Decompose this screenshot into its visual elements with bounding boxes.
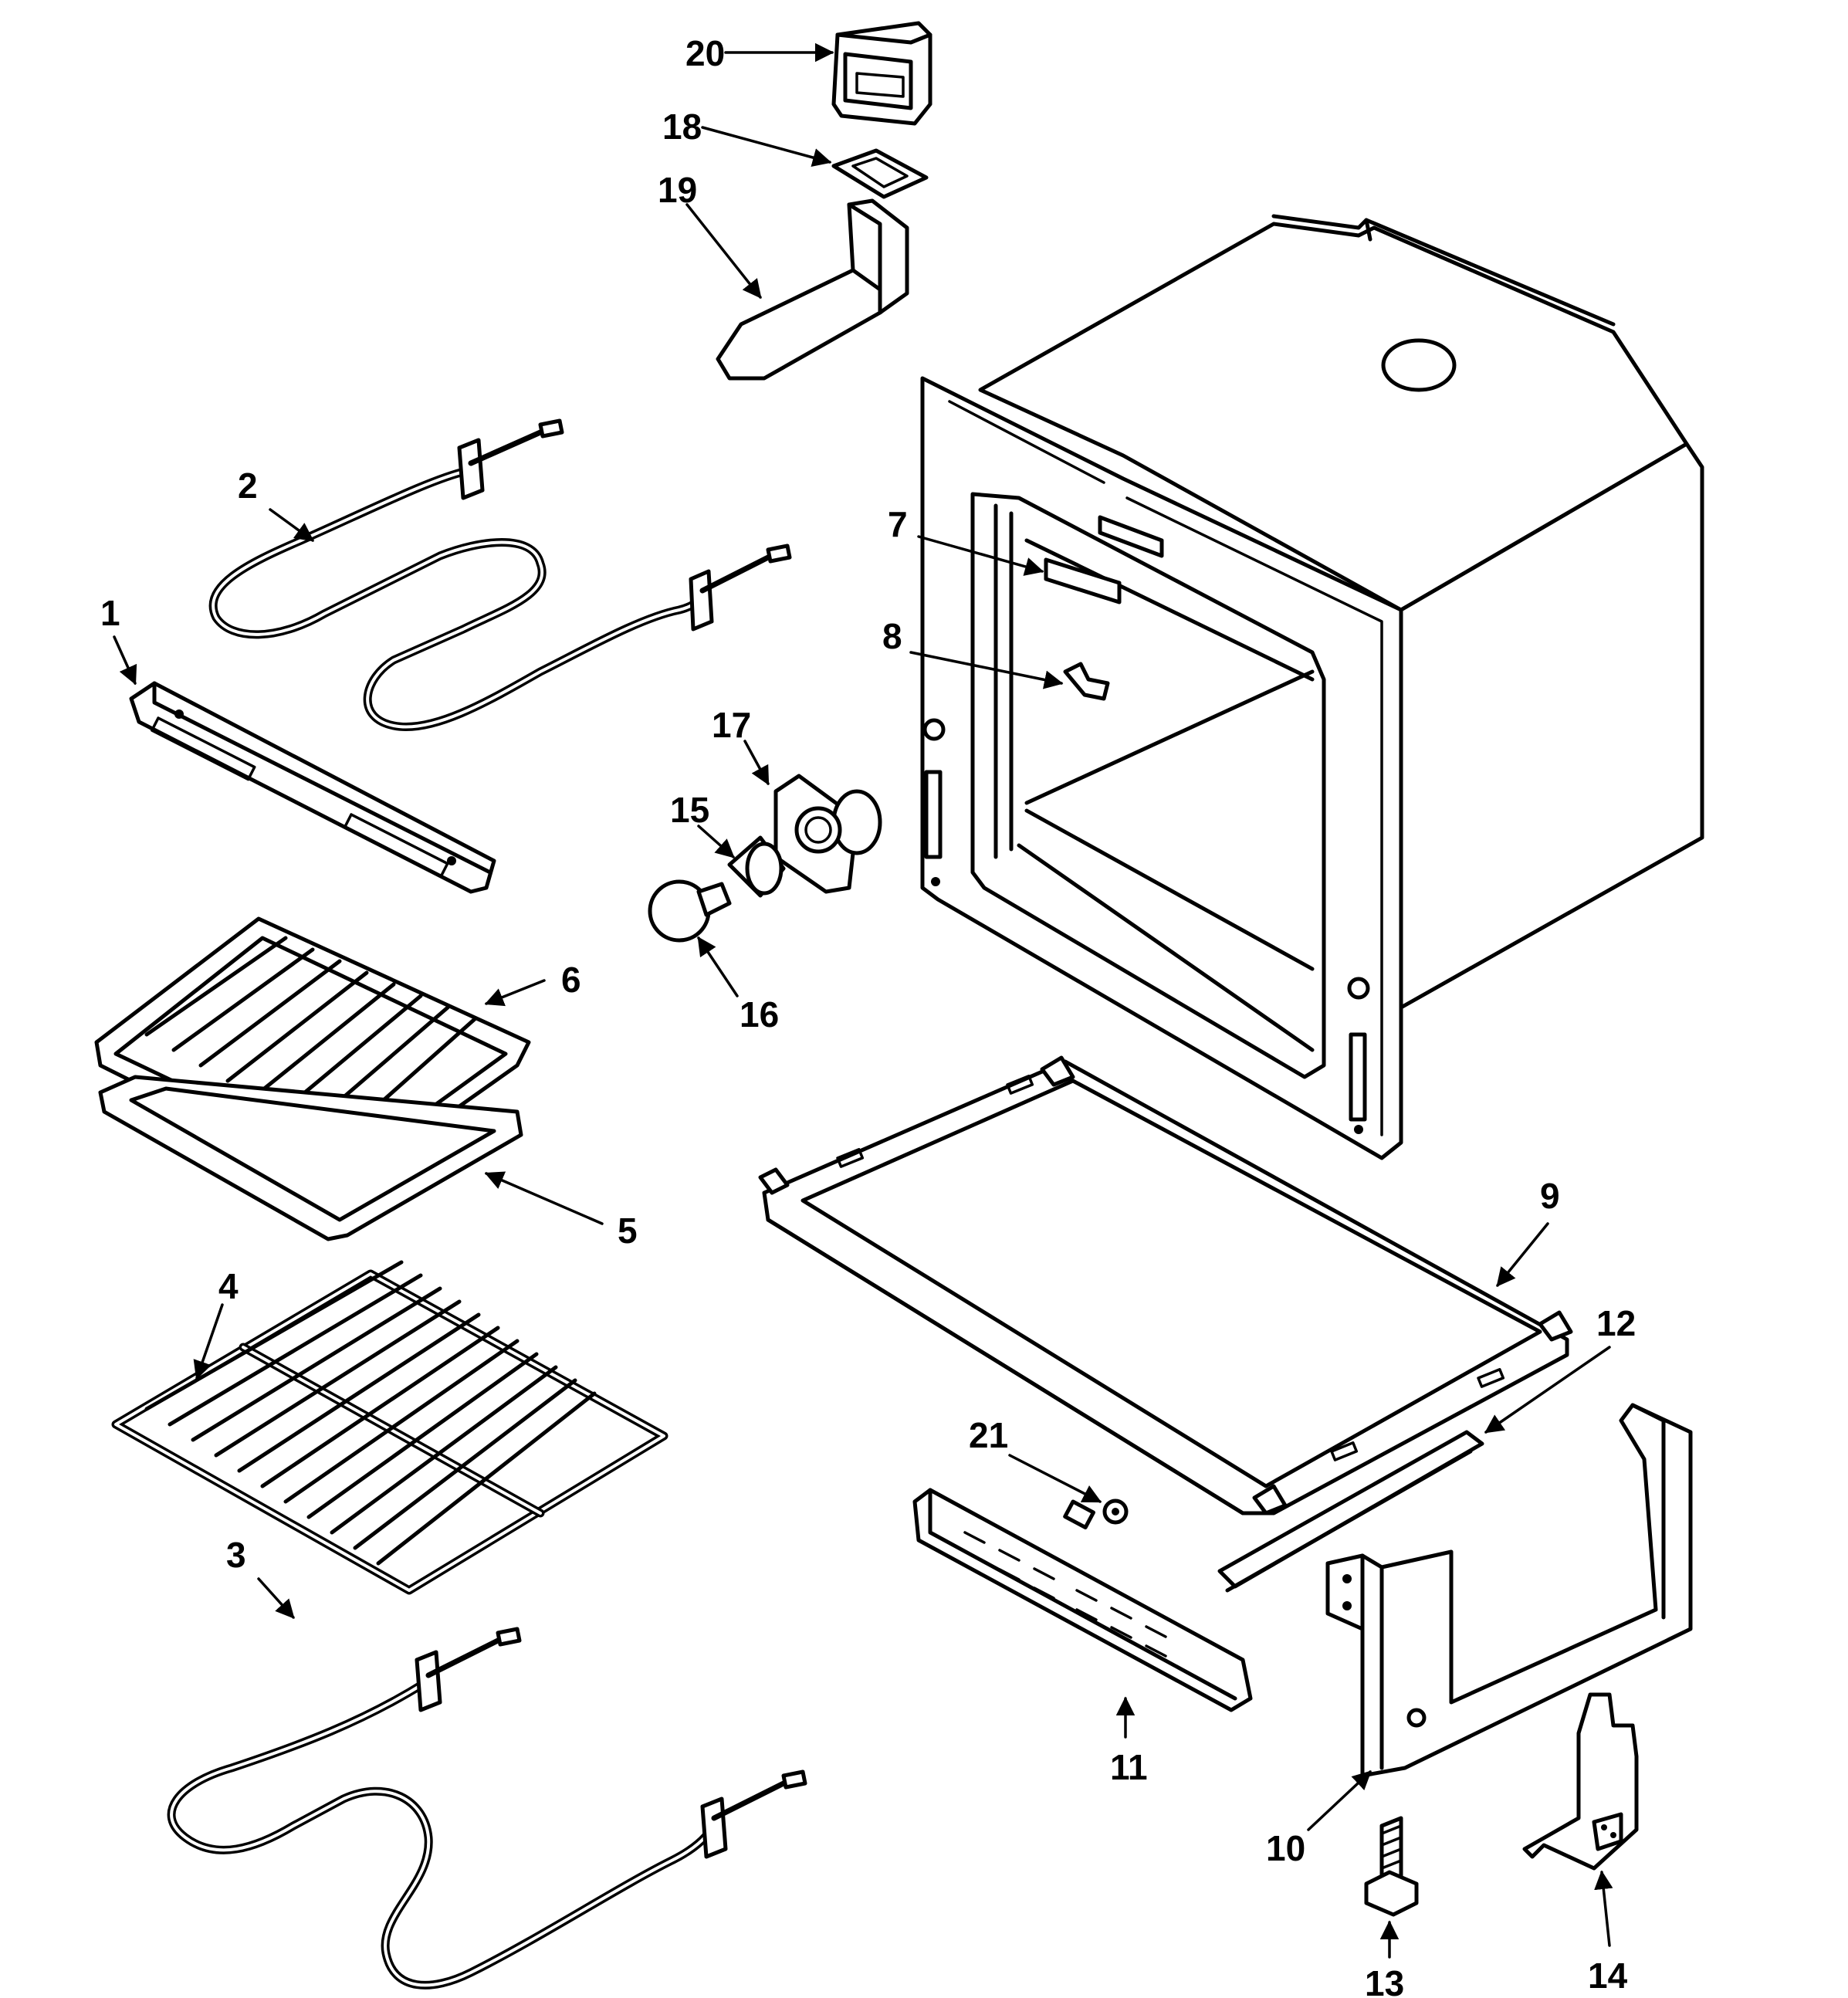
part-13-leveling-leg <box>1364 1816 1419 1917</box>
label-part-9: 9 <box>1540 1176 1560 1216</box>
part-20-housing <box>831 21 932 126</box>
label-part-7: 7 <box>888 504 908 544</box>
part-5-broiler-pan <box>98 1075 523 1241</box>
label-part-3: 3 <box>226 1535 246 1575</box>
label-part-20: 20 <box>685 33 725 73</box>
label-part-15: 15 <box>670 790 709 830</box>
part-21-grommet <box>1102 1498 1129 1525</box>
label-part-1: 1 <box>100 593 120 633</box>
label-part-2: 2 <box>238 466 258 506</box>
part-11-vent-panel <box>912 1488 1253 1712</box>
part-16-bulb <box>648 879 732 943</box>
part-4-oven-rack <box>111 1260 668 1595</box>
part-2-broil-element <box>208 418 792 731</box>
label-part-14: 14 <box>1588 1956 1628 1996</box>
part-14-anti-tip-bracket <box>1522 1692 1639 1871</box>
label-part-21: 21 <box>969 1415 1008 1455</box>
label-part-18: 18 <box>662 107 702 147</box>
label-part-6: 6 <box>561 960 581 1000</box>
label-part-8: 8 <box>882 616 902 656</box>
label-part-17: 17 <box>712 705 751 745</box>
part-8-clip <box>1063 662 1110 701</box>
part-3-bake-element <box>167 1627 807 1990</box>
label-part-4: 4 <box>218 1266 239 1306</box>
oven-cavity <box>920 214 1704 1160</box>
part-9-bottom-tray <box>758 1055 1573 1515</box>
label-part-10: 10 <box>1266 1828 1305 1868</box>
part-17-light-housing <box>773 774 882 894</box>
part-12-rail <box>1217 1430 1484 1593</box>
part-7-plate <box>1044 557 1122 604</box>
leader-arrows <box>113 42 1613 1959</box>
label-part-19: 19 <box>658 170 697 210</box>
label-part-12: 12 <box>1596 1303 1636 1343</box>
label-part-16: 16 <box>740 994 779 1035</box>
part-1-bracket <box>129 681 496 894</box>
part-10-leg-bracket <box>1325 1403 1693 1778</box>
label-part-5: 5 <box>618 1211 638 1251</box>
part-18-gasket <box>831 148 929 199</box>
part-19-duct <box>716 198 909 381</box>
part-labels: 20 18 19 2 1 7 8 17 15 16 6 5 4 3 9 12 2… <box>100 33 1636 1998</box>
part-15-socket <box>727 835 786 898</box>
label-part-13: 13 <box>1365 1963 1404 1998</box>
label-part-11: 11 <box>1110 1747 1148 1787</box>
